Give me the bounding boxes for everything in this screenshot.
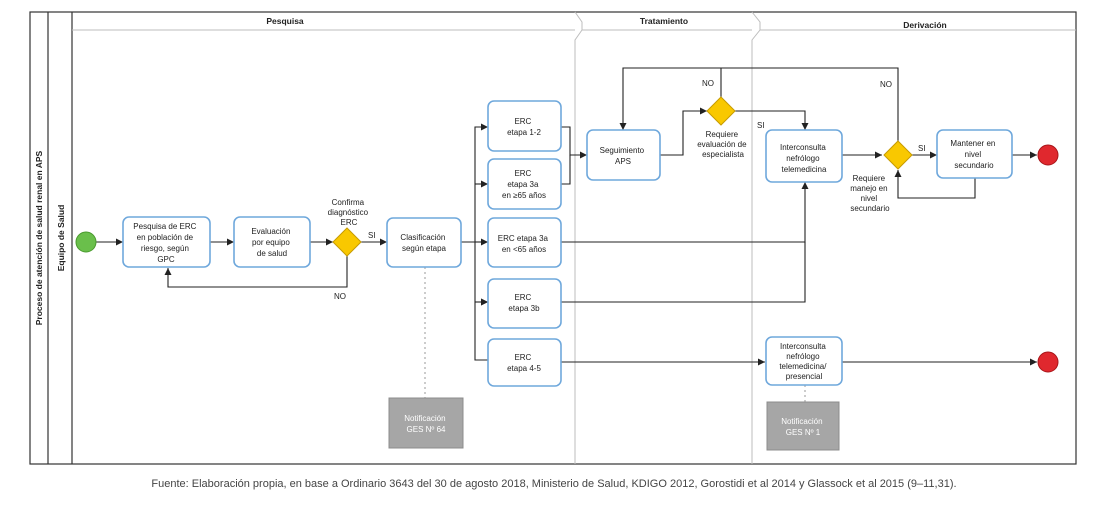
task-erc-3a-mayor	[487, 158, 562, 210]
label-requiere-manejo: Requiere manejo en nivel secundario	[850, 174, 890, 213]
task-erc-3a-menor	[487, 217, 562, 268]
flow-confirma-no	[164, 256, 348, 288]
gateway-confirma	[332, 227, 362, 257]
flow-erc12-to-seguimiento	[561, 126, 587, 159]
phase-separator-1	[574, 11, 583, 464]
label-erc-3a-mayor: ERC etapa 3a en ≥65 años	[502, 169, 546, 200]
task-clasificacion	[386, 217, 462, 268]
label-interconsulta-pres: Interconsulta nefrólogo telemedicina/ pr…	[779, 342, 828, 381]
label-requiere-eval: Requiere evaluación de especialista	[697, 130, 749, 159]
start-event	[75, 231, 97, 253]
label-evaluacion: Evaluación por equipo de salud	[251, 227, 292, 258]
task-erc-3b	[487, 278, 562, 329]
branch-no-manejo: NO	[880, 80, 892, 89]
end-event-1	[1037, 144, 1059, 166]
label-confirma: Confirma diagnóstico ERC	[328, 198, 371, 227]
task-interconsulta-tele	[765, 129, 843, 183]
label-seguimiento: Seguimiento APS	[600, 146, 647, 166]
flow-clasif-to-erc-lower	[474, 242, 488, 361]
task-mantener	[936, 129, 1013, 179]
branch-no-requiere: NO	[702, 79, 714, 88]
task-interconsulta-pres	[765, 336, 843, 386]
label-erc-3a-menor: ERC etapa 3a en <65 años	[498, 234, 551, 254]
end-event-2	[1037, 351, 1059, 373]
branch-si-confirma: SI	[368, 231, 376, 240]
branch-si-requiere: SI	[757, 121, 765, 130]
label-clasificacion: Clasificación según etapa	[400, 233, 447, 253]
label-mantener: Mantener en nivel secundario	[950, 139, 997, 170]
label-erc-45: ERC etapa 4-5	[507, 353, 541, 373]
task-erc-12	[487, 100, 562, 152]
phase-derivacion: Derivación	[903, 20, 946, 30]
task-pesquisa-erc	[122, 216, 211, 268]
task-erc-45	[487, 338, 562, 387]
notif-ges-1	[766, 401, 840, 451]
task-seguimiento	[586, 129, 661, 181]
flow-seguimiento-to-requiere	[660, 107, 707, 156]
label-pesquisa-erc: Pesquisa de ERC en población de riesgo, …	[133, 222, 198, 264]
notif-ges-64	[388, 397, 464, 449]
pool-label: Proceso de atención de salud renal en AP…	[34, 150, 44, 325]
flow-erc3b-to-interconsulta	[561, 242, 806, 303]
branch-si-manejo: SI	[918, 144, 926, 153]
label-interconsulta-tele: Interconsulta nefrólogo telemedicina	[780, 143, 828, 174]
flow-mantener-loop	[894, 170, 976, 199]
flow-erc3a-to-seguimiento	[561, 155, 571, 185]
lane-label: Equipo de Salud	[56, 205, 66, 272]
connectors	[96, 67, 1037, 402]
label-erc-12: ERC etapa 1-2	[507, 117, 541, 137]
phase-tratamiento: Tratamiento	[640, 16, 688, 26]
flow-requiere-si	[735, 110, 809, 130]
branch-no-confirma: NO	[334, 292, 346, 301]
gateway-requiere-eval	[706, 96, 736, 126]
figure-source-caption: Fuente: Elaboración propia, en base a Or…	[151, 478, 957, 490]
label-erc-3b: ERC etapa 3b	[508, 293, 540, 313]
flow-manejo-no	[623, 67, 899, 141]
phase-pesquisa: Pesquisa	[266, 16, 304, 26]
flow-erc3a-menor-to-interconsulta	[561, 182, 809, 243]
flow-requiere-no	[619, 67, 722, 130]
label-notif-64: Notificación GES Nº 64	[404, 414, 448, 434]
gateway-requiere-manejo	[883, 140, 913, 170]
task-evaluacion	[233, 216, 311, 268]
pool-frame	[29, 11, 1077, 465]
label-notif-1: Notificación GES Nº 1	[781, 417, 825, 437]
phase-separator-2	[751, 11, 761, 464]
